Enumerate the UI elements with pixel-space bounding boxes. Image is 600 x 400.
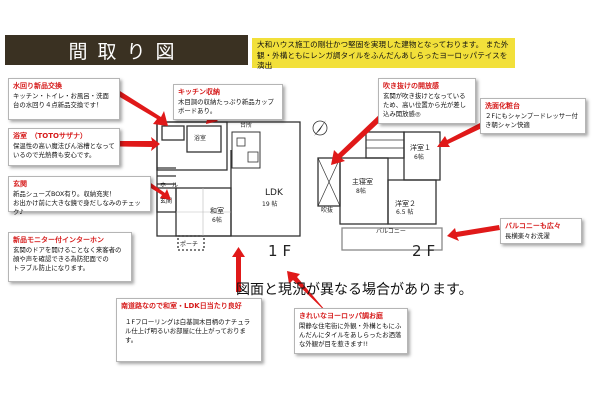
- callout-monitor-body: 玄関のドアを開けることなく来客者の顔や声を確認できる為防犯面での トラブル防止に…: [13, 245, 122, 272]
- callout-exterior-head: きれいなヨーロッパ調お庭: [299, 312, 383, 320]
- callout-balcony-body: 長横楽々お洗濯: [505, 231, 550, 240]
- callout-fukinuke: 吹き抜けの開放感 玄関が吹き抜けとなっているため、高い位置から光が差し込み開放感…: [378, 78, 476, 124]
- room-labels-1f: LDK 19 帖 和室 6帖 ホール 玄関 ポーチ 浴室 台所: [160, 121, 284, 248]
- arrow-balcony: [447, 225, 500, 241]
- callout-sunny-body: １Fフローリングは白基調木目柄のナチュラル仕上げ明るいお部屋に仕上がっております…: [125, 317, 251, 344]
- compass-icon: [312, 120, 328, 136]
- floor-plan-2f: [317, 131, 443, 251]
- floor-label-2f: 2F: [412, 242, 441, 260]
- arrow-washroom: [437, 123, 482, 147]
- callout-exterior: きれいなヨーロッパ調お庭 閑静な住宅街に外観・外構ともにふんだんにタイルをあしら…: [294, 308, 408, 354]
- callout-water: 水回り新品交換 キッチン・トイレ・お風呂・洗面台の水回り４点新品交換です！: [8, 78, 120, 120]
- callout-fukinuke-body: 玄関が吹き抜けとなっているため、高い位置から光が差し込み開放感◎: [383, 91, 467, 118]
- room-ldk-size: 19 帖: [262, 200, 278, 208]
- callout-balcony: バルコニーも広々 長横楽々お洗濯: [500, 218, 582, 244]
- arrow-fukinuke: [331, 112, 386, 165]
- stove-1f: [247, 151, 259, 163]
- room-western1-name: 洋室１: [410, 143, 431, 152]
- callout-sunny: 南道路なので和室・LDK日当たり良好 １Fフローリングは白基調木目柄のナチュラル…: [116, 298, 262, 362]
- callout-sunny-head: 南道路なので和室・LDK日当たり良好: [121, 302, 242, 310]
- room-porch: ポーチ: [180, 240, 198, 248]
- room-bath: 浴室: [194, 134, 206, 142]
- callout-fukinuke-head: 吹き抜けの開放感: [383, 82, 439, 90]
- balcony-2f: [341, 227, 443, 251]
- arrow-water: [108, 86, 168, 126]
- room-master-size: 8帖: [356, 187, 366, 195]
- callout-balcony-head: バルコニーも広々: [505, 222, 561, 230]
- floor-label-1f: 1F: [268, 242, 297, 260]
- room-entrance: 玄関: [160, 197, 172, 205]
- sink-1f: [236, 137, 246, 147]
- entrance-area: [156, 187, 177, 213]
- wall-1f-main: [156, 121, 301, 237]
- callout-kitchen: キッチン収納 木目調の収納たっぷり新品カップボードあり。: [173, 84, 283, 120]
- porch-area: [177, 235, 205, 251]
- callout-monitor-head: 新品モニター付インターホン: [13, 236, 104, 244]
- callout-entrance-head: 玄関: [13, 180, 27, 188]
- tatami-grid: [176, 188, 231, 236]
- callout-water-head: 水回り新品交換: [13, 82, 62, 90]
- arrow-entrance: [146, 181, 171, 200]
- callout-arrows: [90, 86, 500, 316]
- callout-bath-head: 浴室 （TOTOサザナ）: [13, 132, 87, 140]
- callout-kitchen-head: キッチン収納: [178, 88, 220, 96]
- room-washitsu-size: 6帖: [212, 216, 222, 224]
- kitchen-counter: [231, 131, 261, 169]
- toilet-1f: [161, 125, 185, 141]
- callout-bath-body: 保温性の高い魔法びん浴槽となっているので光熱費も安心です。: [13, 141, 115, 159]
- room-balcony: バルコニー: [376, 228, 406, 235]
- stair-hall-2f: [365, 131, 405, 159]
- arrow-exterior: [287, 271, 330, 316]
- room-western2-name: 洋室２: [395, 199, 416, 208]
- callout-washroom-head: 洗面化粧台: [485, 102, 520, 110]
- room-hall: ホール: [160, 182, 178, 189]
- bath-1f: [186, 125, 222, 153]
- room-ldk-name: LDK: [265, 188, 284, 198]
- room-master-name: 主寝室: [352, 177, 373, 186]
- callout-washroom: 洗面化粧台 ２Fにもシャンプードレッサー付き朝シャン快適: [480, 98, 586, 134]
- callout-kitchen-body: 木目調の収納たっぷり新品カップボードあり。: [178, 97, 274, 115]
- arrow-bath: [90, 137, 160, 151]
- arrow-sunny: [232, 247, 245, 292]
- room-western2-size: 6.5 帖: [396, 208, 413, 216]
- room-labels-2f: 主寝室 8帖 洋室１ 6帖 洋室２ 6.5 帖 バルコニー 吹抜: [321, 143, 431, 235]
- callout-monitor: 新品モニター付インターホン 玄関のドアを開けることなく来客者の顔や声を確認できる…: [8, 232, 132, 282]
- wet-area-1f: [156, 121, 228, 171]
- room-kitchen: 台所: [240, 121, 252, 129]
- floor-plan-1f: [156, 121, 301, 251]
- callout-bath: 浴室 （TOTOサザナ） 保温性の高い魔法びん浴槽となっているので光熱費も安心で…: [8, 128, 120, 166]
- callout-entrance: 玄関 新品シューズBOX有り。収納充実！ お出かけ前に大きな鏡で身だしなみのチェ…: [8, 176, 151, 216]
- room-fukinuke: 吹抜: [321, 206, 333, 214]
- fukinuke-cross: [317, 157, 341, 207]
- disclaimer-notice: 図面と現況が異なる場合があります。: [236, 282, 473, 298]
- callout-water-body: キッチン・トイレ・お風呂・洗面台の水回り４点新品交換です！: [13, 91, 109, 109]
- callout-washroom-body: ２Fにもシャンプードレッサー付き朝シャン快適: [485, 111, 578, 129]
- room-western1-size: 6帖: [414, 153, 424, 161]
- callout-exterior-body: 閑静な住宅街に外観・外構ともにふんだんにタイルをあしらったお洒落な外観が目を惹き…: [299, 321, 402, 348]
- intro-text: 大和ハウス施工の剛壮かつ堅固を実現した建物となっております。 また外観・外構とも…: [252, 38, 515, 70]
- room-washitsu-name: 和室: [210, 206, 224, 215]
- callout-entrance-body: 新品シューズBOX有り。収納充実！ お出かけ前に大きな鏡で身だしなみのチェック♪: [13, 189, 141, 216]
- page-title: 間取り図: [5, 35, 248, 65]
